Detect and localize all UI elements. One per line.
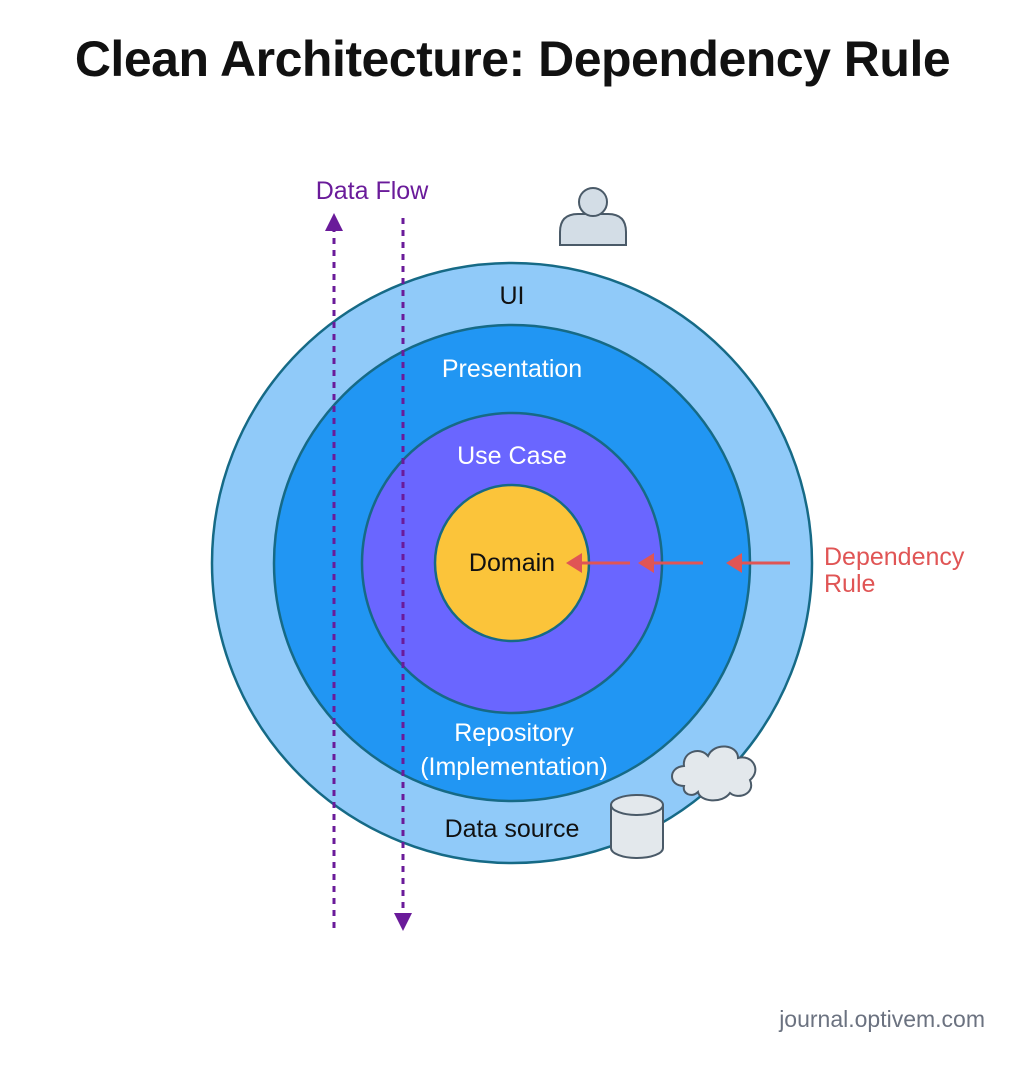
page-title: Clean Architecture: Dependency Rule [74,31,951,87]
footer-credit: journal.optivem.com [779,1006,985,1032]
dependency-rule-label-line2: Rule [824,570,875,598]
user-icon [559,187,627,246]
repository-impl-label: (Implementation) [420,753,608,781]
presentation-label: Presentation [442,355,582,383]
domain-label: Domain [469,549,555,577]
data-flow-label: Data Flow [316,177,429,205]
data-source-label: Data source [445,815,580,843]
ui-label: UI [500,282,525,310]
repository-label: Repository [454,719,574,747]
dependency-rule-arrows [566,553,790,573]
database-icon [610,794,664,859]
use-case-label: Use Case [457,442,567,470]
cloud-icon [671,745,757,802]
dependency-rule-label: Dependency [824,543,965,571]
